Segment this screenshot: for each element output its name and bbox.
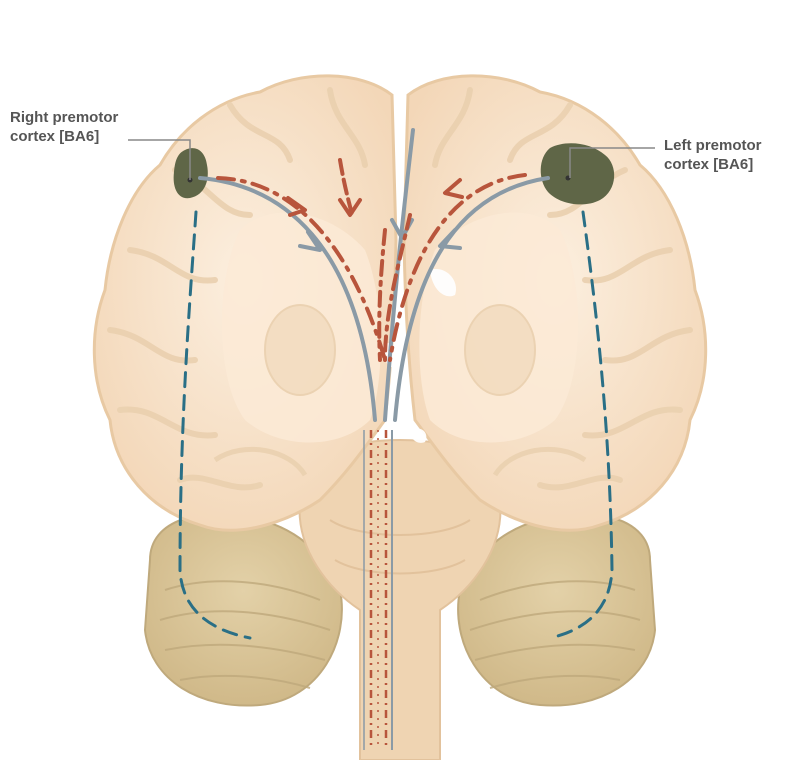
deep-nuclei [264,304,536,396]
dashdot-arrowhead-mid [338,198,362,217]
solid-arrowhead-right [298,230,322,252]
left-premotor-region [540,143,615,205]
temporal-lobes [213,446,587,477]
solid-pathways [198,128,550,422]
right-premotor-label: Right premotor cortex [BA6] [10,108,118,146]
dashdot-arrowhead-right [286,196,307,217]
left-dashed-pathway [548,210,614,640]
right-premotor-label-line2: cortex [BA6] [10,128,100,145]
descending-tracts-brainstem [363,430,393,750]
dashdot-pathways [216,158,527,362]
right-premotor-label-line1: Right premotor [10,109,119,126]
solid-arrowhead-left [438,228,462,250]
left-premotor-label-line1: Left premotor [664,137,762,154]
left-dashdot-pathway [388,173,527,362]
left-premotor-label-line2: cortex [BA6] [664,156,754,173]
cerebellum [143,513,657,707]
left-label-leader [569,147,655,178]
left-premotor-label: Left premotor cortex [BA6] [664,136,762,174]
right-dashed-pathway [178,210,252,640]
midline-solid-pathway [383,128,415,422]
dashdot-arrowhead-left [443,178,464,199]
mid-dashdot-pathway-3 [383,213,412,362]
mid-dashdot-pathway-2 [377,228,387,362]
label-leaders [128,139,655,180]
right-dashdot-pathway [216,176,387,362]
cortical-folds [107,87,693,491]
right-label-leader [128,139,191,180]
dashed-pathways [178,210,614,640]
